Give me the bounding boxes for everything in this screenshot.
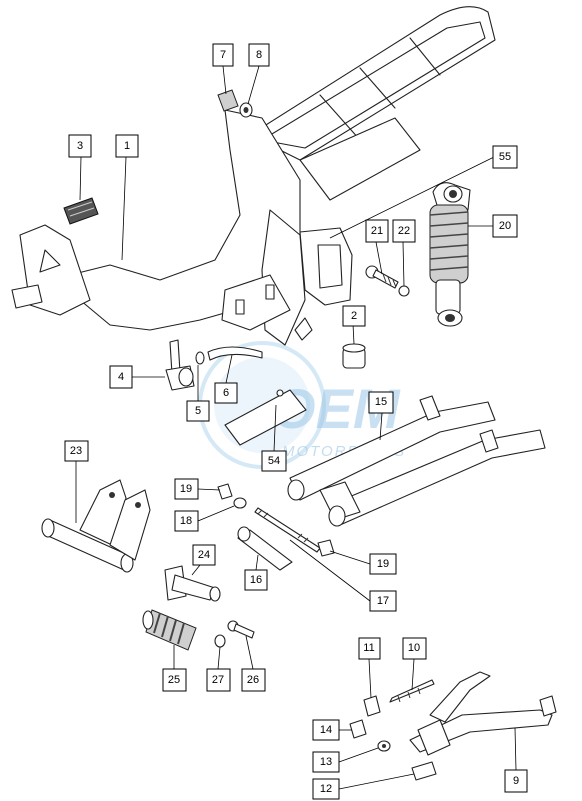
callout-6: 6 [214, 382, 238, 404]
pivot-axle-set [217, 483, 335, 571]
callout-18: 18 [174, 510, 199, 532]
callout-10: 10 [402, 637, 427, 660]
leader-lines [75, 65, 517, 790]
callout-label: 11 [363, 642, 374, 654]
callout-label: 17 [377, 595, 389, 607]
callout-label: 22 [398, 225, 410, 237]
callout-22: 22 [392, 219, 416, 243]
main-frame [11, 6, 496, 346]
rear-shock-absorber [429, 182, 471, 327]
callout-1: 1 [115, 134, 139, 158]
swing-arm [287, 395, 546, 527]
callout-27: 27 [206, 668, 231, 692]
callout-label: 3 [77, 140, 83, 152]
callout-label: 23 [70, 445, 82, 457]
callout-label: 13 [320, 756, 332, 768]
callout-label: 6 [223, 387, 229, 399]
callout-4: 4 [109, 365, 133, 389]
callout-label: 21 [371, 225, 383, 237]
callout-13: 13 [312, 751, 340, 773]
callout-11: 11 [358, 637, 381, 660]
callout-label: 20 [499, 220, 511, 232]
fuel-tap-and-hose [165, 339, 263, 391]
callout-label: 25 [168, 674, 180, 686]
callout-25: 25 [162, 668, 187, 692]
callout-label: 26 [247, 674, 259, 686]
callout-label: 2 [351, 310, 357, 322]
callout-20: 20 [492, 214, 518, 238]
callout-8: 8 [248, 43, 270, 67]
callout-3: 3 [68, 134, 92, 158]
main-stand [41, 479, 151, 573]
callout-26: 26 [241, 668, 266, 692]
bolt-and-washer-top [217, 89, 253, 118]
callout-14: 14 [312, 719, 340, 741]
callout-24: 24 [192, 544, 216, 566]
callout-label: 10 [408, 642, 420, 654]
callout-label: 24 [198, 549, 210, 561]
callout-2: 2 [342, 305, 366, 327]
callout-19-top: 19 [174, 478, 199, 500]
callout-label: 19 [377, 558, 389, 570]
footrest-set [142, 565, 255, 651]
callout-9: 9 [504, 769, 528, 793]
callout-55: 55 [492, 145, 518, 169]
callout-label: 9 [513, 775, 519, 787]
callout-15: 15 [368, 391, 394, 414]
callout-label: 16 [250, 574, 262, 586]
callout-12: 12 [312, 778, 340, 800]
callout-label: 19 [180, 483, 192, 495]
callout-label: 8 [256, 49, 262, 61]
bushing [342, 343, 366, 369]
callout-label: 14 [320, 724, 332, 736]
callout-label: 1 [124, 140, 130, 152]
battery-bracket [299, 227, 353, 306]
callout-label: 12 [320, 783, 332, 795]
side-plate [224, 389, 307, 446]
callout-21: 21 [365, 219, 389, 243]
side-stand-set [349, 671, 557, 781]
callout-5: 5 [186, 400, 210, 422]
callout-label: 5 [195, 405, 201, 417]
callout-17: 17 [369, 590, 397, 612]
callout-label: 4 [118, 371, 124, 383]
callout-label: 15 [375, 396, 387, 408]
callout-label: 18 [180, 515, 192, 527]
shock-bolt-and-nut [365, 265, 410, 297]
callout-19-right: 19 [369, 553, 397, 575]
callout-label: 7 [220, 49, 226, 61]
callout-label: 27 [212, 674, 224, 686]
callout-label: 55 [499, 151, 511, 163]
callout-54: 54 [261, 450, 287, 472]
callout-7: 7 [212, 43, 234, 67]
callout-16: 16 [244, 569, 268, 591]
callout-label: 54 [268, 455, 280, 467]
rubber-pad [63, 197, 99, 225]
callout-23: 23 [64, 440, 89, 462]
